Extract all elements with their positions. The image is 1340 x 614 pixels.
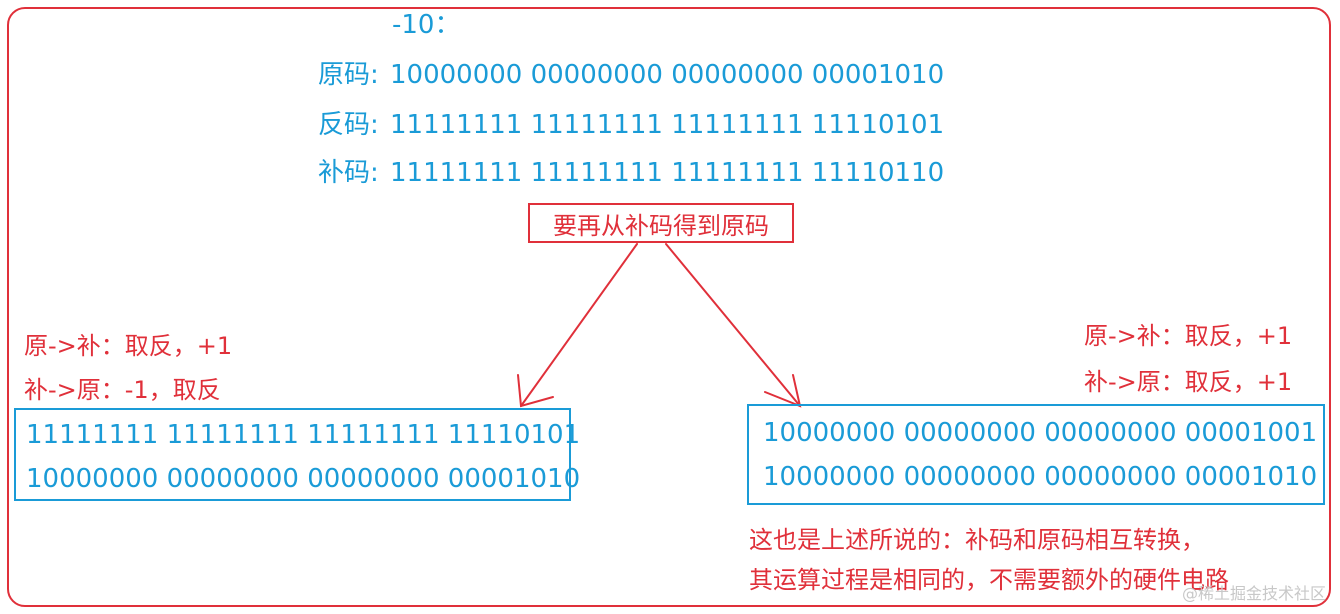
code-label-original: 原码: <box>318 60 379 90</box>
right-rule-1: 原->补：取反，+1 <box>1084 322 1293 350</box>
outer-frame <box>7 7 1331 607</box>
watermark: @稀土掘金技术社区 <box>1181 584 1326 603</box>
note-line-1: 这也是上述所说的：补码和原码相互转换， <box>749 526 1205 554</box>
right-rule-2: 补->原：取反，+1 <box>1084 368 1293 396</box>
arrow-right-line <box>665 243 801 407</box>
arrow-right-head <box>764 374 802 408</box>
value-header: -10： <box>392 10 461 40</box>
code-label-ones: 反码: <box>318 110 379 140</box>
left-result-2: 10000000 00000000 00000000 00001010 <box>26 464 581 494</box>
left-rule-2: 补->原：-1，取反 <box>24 376 221 404</box>
right-result-2: 10000000 00000000 00000000 00001010 <box>763 462 1318 492</box>
code-label-twos: 补码: <box>318 158 379 188</box>
title-box: 要再从补码得到原码 <box>528 203 794 243</box>
code-bits-ones: 11111111 11111111 11111111 11110101 <box>390 110 945 140</box>
right-result-box: 10000000 00000000 00000000 00001001 1000… <box>747 404 1325 505</box>
arrow-left-head <box>517 374 554 408</box>
right-result-1: 10000000 00000000 00000000 00001001 <box>763 418 1318 448</box>
left-result-1: 11111111 11111111 11111111 11110101 <box>26 420 581 450</box>
left-rule-1: 原->补：取反，+1 <box>24 332 233 360</box>
arrow-left-line <box>520 243 638 407</box>
left-result-box: 11111111 11111111 11111111 11110101 1000… <box>14 408 580 501</box>
code-bits-original: 10000000 00000000 00000000 00001010 <box>390 60 945 90</box>
note-line-2: 其运算过程是相同的，不需要额外的硬件电路 <box>749 566 1229 594</box>
code-bits-twos: 11111111 11111111 11111111 11110110 <box>390 158 945 188</box>
